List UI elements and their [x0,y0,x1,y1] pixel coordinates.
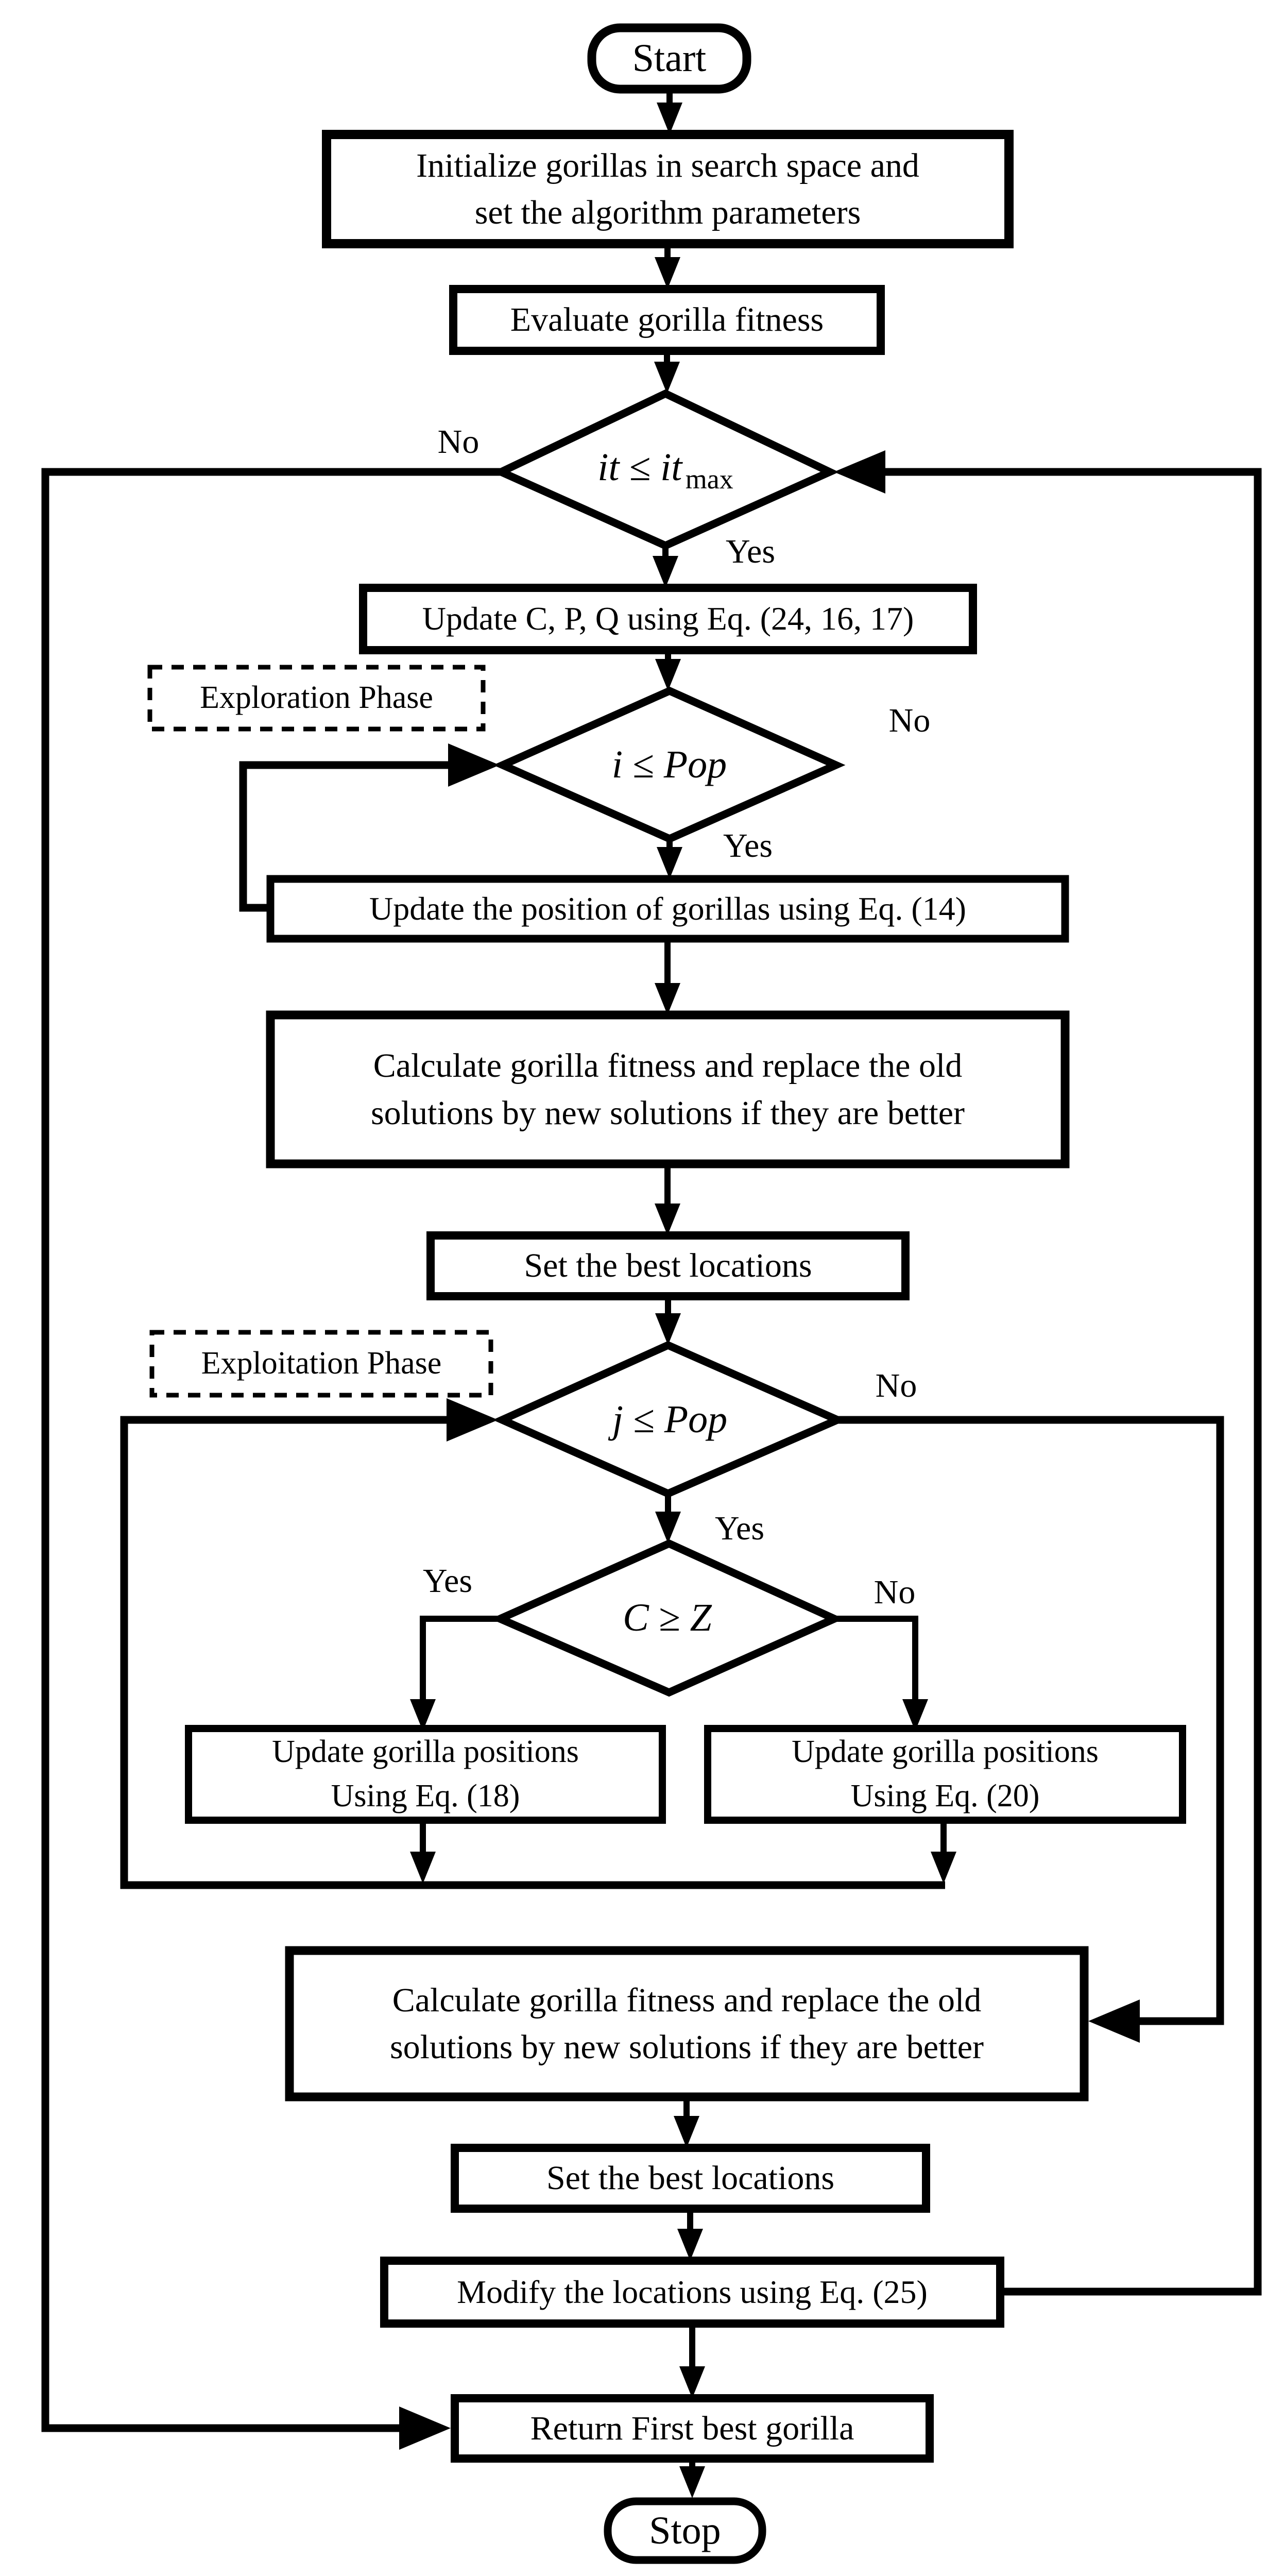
set-best-1-box-shape [426,1231,910,1300]
loop-modify-back-to-iteration-check [882,468,1262,2296]
iteration-check-expression: it ≤ it max [597,446,733,495]
stop-label: Stop [649,2509,721,2552]
arrowhead-into-i-check-left [448,743,500,787]
arrowhead-into-i-check-top [655,659,681,691]
modify-label: Modify the locations using Eq. (25) [457,2273,928,2310]
return-label: Return First best gorilla [530,2409,854,2447]
j-check-label: j ≤ Pop [502,1345,837,1494]
arrowhead-into-j-check-top [655,1313,681,1345]
arrowhead-into-modify [677,2229,703,2261]
set-best-2-box-shape [451,2144,930,2213]
update-cpq-box-shape [359,584,977,654]
initialize-box-shape [322,130,1014,248]
arrowhead-into-calculate-2-right [1088,1999,1140,2043]
iteration-check-label: it ≤ it max [501,394,830,546]
arrowhead-eq20-into-merge [931,1852,956,1884]
branch-label-no-j-check: No [875,1367,917,1404]
arrowhead-into-return-left [399,2406,451,2450]
i-check-expression: i ≤ Pop [611,743,727,787]
branch-label-yes-iteration-check: Yes [725,533,776,570]
branch-label-yes-j-check: Yes [714,1510,765,1547]
start-label: Start [632,37,707,80]
arrowhead-into-c-check [655,1512,681,1544]
iteration-check-diamond-shape [492,389,839,550]
evaluate-label: Evaluate gorilla fitness [510,301,824,339]
exploration-phase-dashed-box [147,665,486,732]
update-eq20-line-2: Using Eq. (20) [850,1778,1040,1814]
update-eq18-line-2: Using Eq. (18) [331,1778,520,1814]
set-best-2-label: Set the best locations [546,2159,835,2197]
arrow-c-check-no-to-eq20 [834,1616,918,1703]
calculate-fitness-1-label: Calculate gorilla fitness and replace th… [270,1015,1065,1164]
c-check-diamond-shape [490,1539,844,1697]
exploitation-phase-dashed-box [149,1330,493,1398]
return-box-shape [451,2394,934,2463]
exploration-phase-label: Exploration Phase [200,680,433,716]
update-position-label: Update the position of gorillas using Eq… [369,890,966,927]
i-check-diamond-shape [493,686,846,843]
iteration-check-subscript: max [685,464,733,495]
update-cpq-label: Update C, P, Q using Eq. (24, 16, 17) [422,600,914,637]
arrowhead-into-stop [679,2466,705,2498]
branch-label-yes-c-check: Yes [422,1562,473,1600]
branch-label-no-c-check: No [874,1573,916,1611]
arrowhead-into-return-top [679,2366,705,2398]
stop-terminator-shape [604,2497,766,2564]
arrowhead-into-iteration-check-right [834,450,885,494]
loop-update-position-back-to-i-check [239,761,456,912]
evaluate-box-shape [449,285,885,355]
loop-exploitation-back-to-j-check [120,1416,945,1889]
i-check-label: i ≤ Pop [503,691,836,839]
c-check-expression: C ≥ Z [623,1596,712,1640]
calculate-fitness-1-box-shape [266,1010,1070,1168]
calculate-fitness-1-line-1: Calculate gorilla fitness and replace th… [373,1047,963,1085]
initialize-line-2: set the algorithm parameters [474,194,861,231]
initialize-label: Initialize gorillas in search space and … [327,134,1009,244]
initialize-line-1: Initialize gorillas in search space and [416,146,919,184]
arrow-j-check-no-to-calculate-2 [837,1416,1224,2025]
calculate-fitness-2-box-shape [285,1946,1089,2102]
update-eq18-label: Update gorilla positions Using Eq. (18) [189,1728,662,1820]
set-best-1-label: Set the best locations [524,1247,812,1285]
arrowhead-into-initialize [657,103,682,134]
arrowhead-into-update-cpq [653,556,678,588]
update-eq20-label: Update gorilla positions Using Eq. (20) [708,1728,1183,1820]
arrowhead-into-iteration-check [654,362,680,394]
j-check-diamond-shape [492,1341,847,1498]
calculate-fitness-1-line-2: solutions by new solutions if they are b… [371,1094,965,1132]
arrowhead-into-evaluate [655,257,680,289]
exploitation-phase-label: Exploitation Phase [201,1346,442,1381]
arrowhead-into-set-best-1 [655,1204,680,1235]
arrowhead-into-set-best-2 [674,2116,699,2148]
arrowhead-into-eq20 [902,1699,928,1731]
update-position-box-shape [266,875,1069,943]
modify-box-shape [380,2257,1004,2328]
calculate-fitness-2-line-1: Calculate gorilla fitness and replace th… [392,1981,982,2019]
arrow-c-check-yes-to-eq18 [420,1616,500,1703]
branch-label-no-iteration-check: No [437,423,480,461]
branch-label-yes-i-check: Yes [723,827,773,865]
update-eq20-box-shape [704,1725,1186,1824]
arrowhead-into-j-check-left [447,1398,498,1442]
calculate-fitness-2-label: Calculate gorilla fitness and replace th… [289,1951,1084,2097]
calculate-fitness-2-line-2: solutions by new solutions if they are b… [390,2028,984,2066]
start-terminator-shape [587,23,751,94]
c-check-label: C ≥ Z [500,1544,834,1692]
branch-label-no-i-check: No [888,702,931,739]
j-check-expression: j ≤ Pop [612,1397,728,1441]
arrowhead-eq18-into-merge [410,1852,436,1884]
line-iteration-no-to-return [41,468,501,2432]
arrowhead-into-eq18 [410,1699,436,1731]
update-eq20-line-1: Update gorilla positions [792,1734,1099,1770]
update-eq18-line-1: Update gorilla positions [272,1734,579,1770]
arrowhead-into-update-position [657,847,682,879]
update-eq18-box-shape [185,1725,666,1824]
arrowhead-into-calculate-1 [655,983,680,1015]
